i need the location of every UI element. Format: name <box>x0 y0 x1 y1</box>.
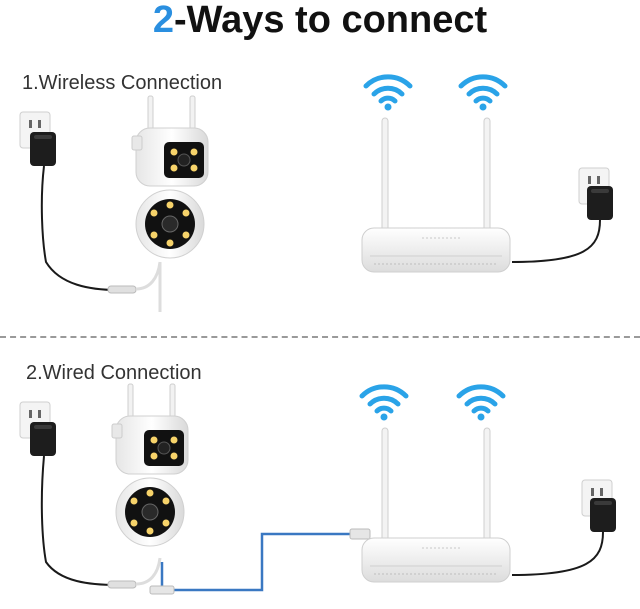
camera-power-connector <box>107 285 137 294</box>
ethernet-connector <box>149 585 175 595</box>
power-cable <box>40 165 119 291</box>
security-camera-icon <box>111 383 189 547</box>
ethernet-connector <box>349 528 371 540</box>
power-adapter-icon <box>587 186 613 220</box>
title-highlight: 2 <box>152 0 174 41</box>
wired-section <box>19 383 616 595</box>
router-icon <box>361 117 511 273</box>
section-label-wireless: 1.Wireless Connection <box>22 72 223 94</box>
camera-power-connector <box>107 580 137 589</box>
section-divider <box>0 336 640 338</box>
wifi-icon <box>366 77 410 111</box>
power-adapter-icon <box>30 422 56 456</box>
router-power-cable <box>511 531 604 576</box>
wifi-icon <box>461 77 505 111</box>
power-adapter-icon <box>30 132 56 166</box>
router-power-cable <box>511 219 601 263</box>
wireless-section <box>19 77 613 312</box>
router-icon <box>361 427 511 583</box>
wifi-icon <box>459 387 503 421</box>
security-camera-icon <box>131 95 209 259</box>
page-title: 2-Ways to connect <box>0 0 640 44</box>
title-text: -Ways to connect <box>173 0 488 41</box>
section-label-wired: 2.Wired Connection <box>26 362 202 384</box>
ethernet-cable-icon <box>160 532 352 592</box>
power-cable <box>40 455 119 586</box>
power-adapter-icon <box>590 498 616 532</box>
wifi-icon <box>362 387 406 421</box>
